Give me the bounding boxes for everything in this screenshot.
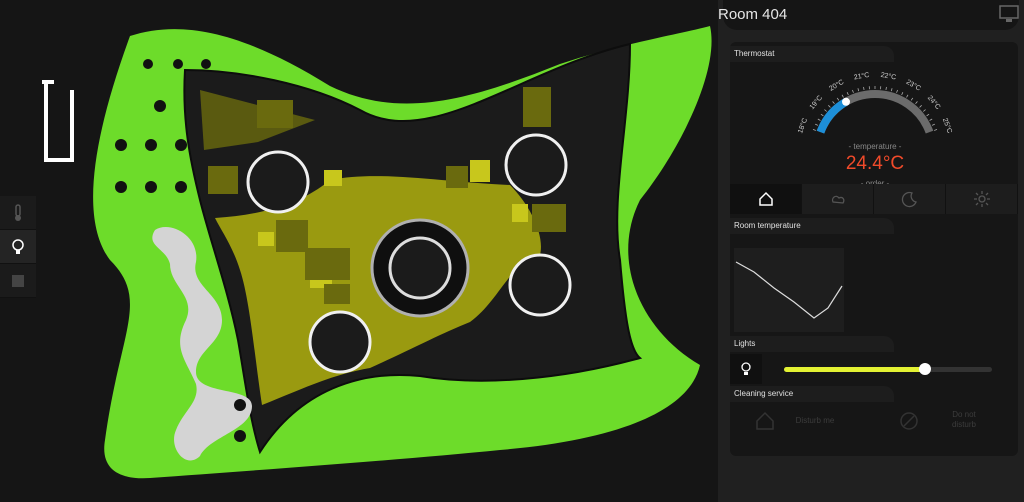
gauge-tick [910, 97, 914, 101]
mode-day-button[interactable] [946, 184, 1018, 214]
home-icon [756, 411, 774, 430]
moon-icon [901, 191, 917, 208]
thermostat-label: Thermostat [730, 46, 894, 62]
disturb-me-button[interactable]: Disturb me [730, 402, 874, 440]
mode-home-button[interactable] [730, 184, 802, 214]
annex-building [42, 80, 74, 162]
gauge-tick [846, 92, 849, 96]
gauge-tick [812, 129, 816, 131]
lights-control [730, 354, 1018, 384]
gauge-tick [832, 101, 835, 104]
gauge-tick [841, 94, 844, 98]
away-icon [831, 195, 844, 204]
gauge-tick [857, 88, 860, 92]
mode-night-button[interactable] [874, 184, 946, 214]
mode-selector [730, 184, 1018, 214]
disturb-me-label: Disturb me [795, 416, 835, 425]
floorplan-map[interactable] [0, 0, 718, 502]
bulb-icon [741, 362, 751, 375]
lights-slider[interactable] [784, 363, 992, 375]
central-rotunda [370, 218, 470, 318]
gauge-tick [896, 89, 898, 93]
panel-header [723, 0, 1019, 30]
home-icon [758, 191, 773, 206]
gauge-tick [815, 123, 819, 126]
lights-slider-knob[interactable] [919, 363, 932, 375]
room-title: Room 404 [718, 6, 788, 23]
gauge-tick [885, 86, 887, 91]
gauge-tick [926, 113, 930, 117]
gauge-tick [923, 109, 926, 112]
layer-toolbar [0, 196, 36, 298]
round-rooms [246, 133, 572, 374]
lights-label: Lights [730, 336, 894, 352]
mode-away-button[interactable] [802, 184, 874, 214]
gauge-tick [915, 101, 918, 104]
gauge-tick [901, 92, 904, 96]
lights-toggle-button[interactable] [730, 354, 762, 384]
lights-layer-button[interactable] [0, 230, 36, 264]
gauge-tick [836, 97, 840, 101]
gauge-tick [890, 88, 893, 92]
bulb-icon [12, 238, 24, 254]
gauge-setpoint-handle[interactable] [842, 97, 850, 106]
lights-slider-fill [784, 367, 926, 372]
room-temperature-label: Room temperature [730, 218, 894, 234]
no-entry-icon [900, 412, 918, 430]
temperature-caption: - temperature - [848, 142, 902, 151]
cleaning-label: Cleaning service [730, 386, 894, 402]
gauge-scale-label: 19°C [808, 94, 824, 111]
do-not-disturb-button[interactable]: Do not disturb [874, 402, 1018, 440]
gauge-scale-label: 24°C [926, 94, 942, 111]
order-caption: - order - [790, 179, 960, 188]
gauge-tick [919, 105, 922, 108]
room-panel: Room 404 Thermostat 18°C 19°C 20°C 21°C 22°C… [718, 0, 1024, 502]
room-blocks-dark [208, 87, 566, 304]
gauge-tick [929, 118, 933, 121]
gauge-scale-label: 25°C [941, 117, 954, 134]
gauge-scale-label: 20°C [828, 78, 846, 93]
blinds-layer-button[interactable] [0, 264, 36, 298]
gauge-tick [817, 118, 821, 121]
gauge-setpoint-arc [816, 98, 849, 134]
do-not-disturb-label: Do not disturb [951, 410, 976, 429]
sun-icon [973, 191, 990, 207]
gauge-tick [934, 129, 938, 131]
gauge-tick [863, 86, 865, 91]
gauge-tick [852, 89, 854, 93]
gauge-tick [906, 94, 909, 98]
monitor-icon[interactable] [998, 3, 1020, 25]
gauge-tick [824, 109, 827, 112]
cleaning-controls: Disturb me Do not disturb [730, 402, 1018, 440]
gauge-scale-label: 18°C [796, 117, 809, 134]
gauge-scale-label: 22°C [880, 71, 897, 82]
thermometer-layer-button[interactable] [0, 196, 36, 230]
trees [115, 59, 246, 442]
gauge-tick [931, 123, 935, 126]
temperature-value: 24.4°C [845, 153, 905, 174]
square-icon [12, 274, 24, 287]
gauge-tick [820, 113, 824, 117]
gauge-scale-label: 21°C [853, 71, 870, 82]
thermometer-icon [15, 203, 21, 221]
gauge-tick [828, 105, 831, 108]
room-temperature-chart [734, 248, 844, 332]
gauge-scale-label: 23°C [905, 78, 923, 93]
walkway [152, 226, 252, 461]
